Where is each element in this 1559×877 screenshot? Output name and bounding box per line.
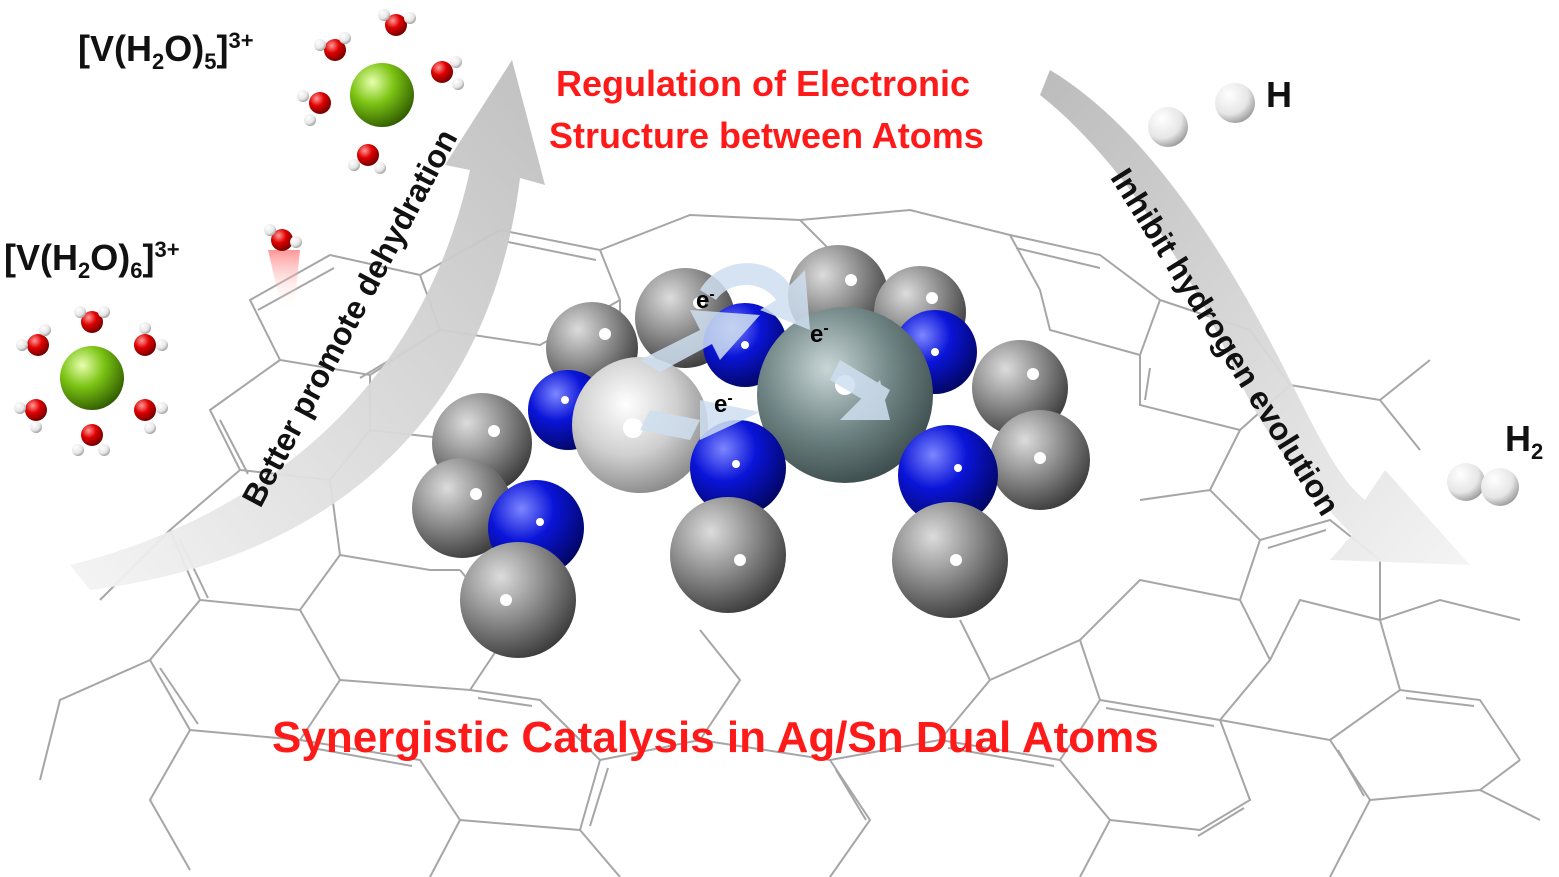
cycle-arrows-icon [640, 263, 890, 440]
vanadium-pentahydrate-cluster [297, 9, 464, 174]
v-hexahydrate-label: [V(H2O)6]3+ [4, 237, 180, 284]
water-molecule-icon [134, 399, 168, 434]
vanadium-ion-icon [60, 346, 124, 410]
left-curved-arrow [70, 60, 545, 590]
vanadium-ion-icon [350, 63, 414, 127]
carbon-atom [412, 458, 512, 558]
electron-label: e- [810, 320, 829, 348]
electron-label: e- [696, 286, 715, 314]
v-pentahydrate-label: [V(H2O)5]3+ [78, 28, 254, 75]
water-molecule-icon [14, 399, 47, 433]
right-curved-arrow [1040, 70, 1470, 565]
dual-atom-structure [412, 245, 1090, 658]
bottom-title: Synergistic Catalysis in Ag/Sn Dual Atom… [272, 713, 1159, 762]
water-molecule-icon [348, 144, 386, 174]
vanadium-hexahydrate-cluster [14, 306, 168, 456]
hydrogen-atoms [1148, 83, 1255, 147]
carbon-atom [460, 542, 576, 658]
hydrogen-molecule-label: H2 [1505, 418, 1544, 465]
water-molecule-icon [378, 9, 416, 36]
water-molecule-icon [314, 32, 351, 61]
electron-label: e- [714, 390, 733, 418]
water-molecule-icon [431, 56, 464, 90]
water-molecule-icon [74, 306, 110, 333]
departing-water-molecule [264, 224, 302, 310]
water-molecule-icon [72, 424, 110, 456]
top-title-line2: Structure between Atoms [549, 115, 984, 156]
nitrogen-atom [898, 425, 998, 525]
water-molecule-icon [297, 90, 331, 126]
nitrogen-atom [690, 420, 786, 516]
water-molecule-icon [16, 324, 51, 356]
hydrogen-atom-label: H [1266, 74, 1292, 115]
carbon-atom [670, 497, 786, 613]
water-molecule-icon [134, 322, 168, 356]
top-title-line1: Regulation of Electronic [556, 63, 971, 104]
hydrogen-molecule [1447, 463, 1519, 506]
